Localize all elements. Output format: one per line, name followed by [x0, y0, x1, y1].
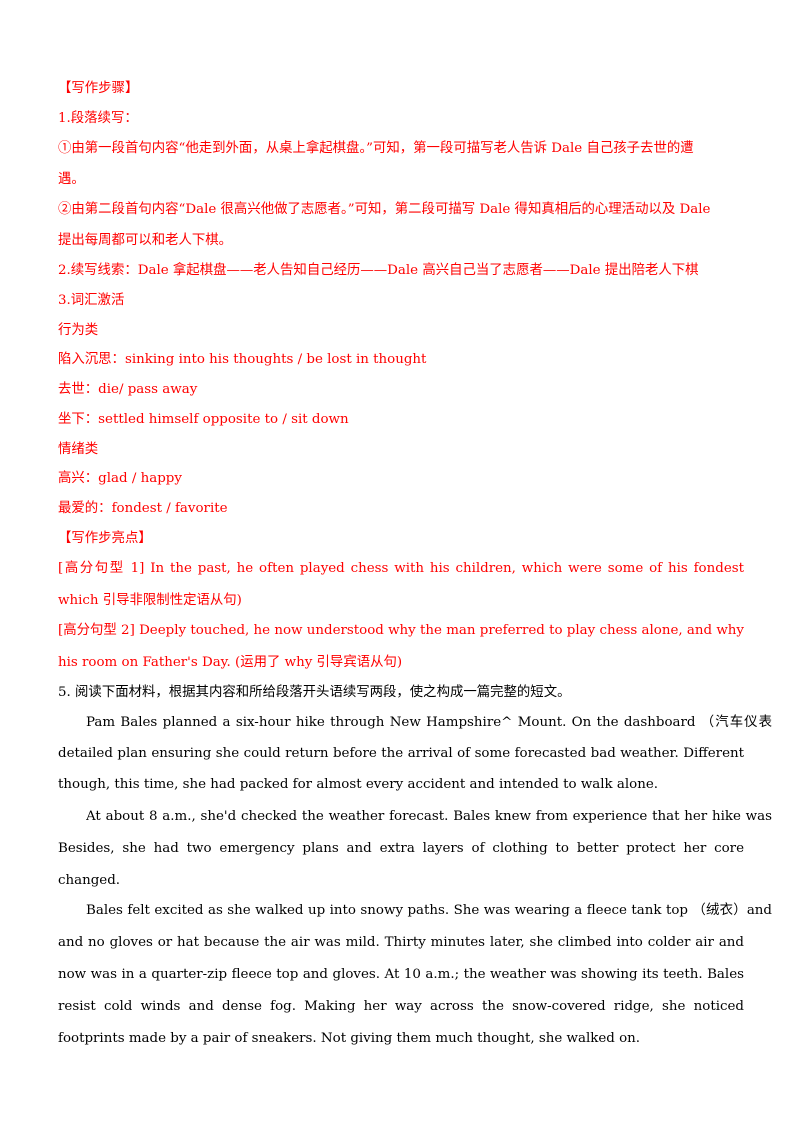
- story-line: footprints made by a pair of sneakers. N…: [58, 1031, 641, 1046]
- steps-heading: 【写作步骤】: [58, 81, 139, 96]
- highlight2-line2: his room on Father's Day. (运用了 why 引导宾语从…: [58, 655, 403, 670]
- story-line: and no gloves or hat because the air was…: [58, 935, 744, 950]
- emotion-item: 最爱的：fondest / favorite: [58, 500, 748, 518]
- para2-line2: 提出每周都可以和老人下棋。: [58, 233, 233, 248]
- vocab-label: 去世：: [58, 382, 99, 397]
- emotion-title: 情绪类: [58, 442, 99, 457]
- behavior-title: 行为类: [58, 323, 99, 338]
- vocab-item: 去世：die/ pass away: [58, 381, 748, 399]
- emotion-item: 高兴：glad / happy: [58, 470, 748, 488]
- story-line: detailed plan ensuring she could return …: [58, 746, 744, 761]
- emotion-value: glad / happy: [98, 471, 182, 486]
- highlight1-line1: [高分句型 1] In the past, he often played ch…: [58, 561, 744, 576]
- vocab-title: 3.词汇激活: [58, 293, 125, 308]
- vocab-item: 陷入沉思：sinking into his thoughts / be lost…: [58, 351, 748, 369]
- clue-line: 2.续写线索：Dale 拿起棋盘——老人告知自己经历——Dale 高兴自己当了志…: [58, 263, 699, 278]
- question-line: 5. 阅读下面材料，根据其内容和所给段落开头语续写两段，使之构成一篇完整的短文。: [58, 685, 571, 700]
- section1-title: 1.段落续写：: [58, 111, 138, 126]
- vocab-label: 陷入沉思：: [58, 352, 125, 367]
- story-line: though, this time, she had packed for al…: [58, 777, 659, 792]
- vocab-item: 坐下：settled himself opposite to / sit dow…: [58, 411, 748, 429]
- vocab-value: die/ pass away: [98, 382, 198, 397]
- story-line: Besides, she had two emergency plans and…: [58, 841, 744, 856]
- story-line: At about 8 a.m., she'd checked the weath…: [86, 809, 772, 824]
- vocab-label: 坐下：: [58, 412, 99, 427]
- vocab-value: settled himself opposite to / sit down: [98, 412, 349, 427]
- highlights-heading: 【写作步亮点】: [58, 531, 152, 546]
- story-line: Bales felt excited as she walked up into…: [86, 903, 772, 918]
- vocab-value: sinking into his thoughts / be lost in t…: [124, 352, 427, 367]
- story-line: Pam Bales planned a six-hour hike throug…: [86, 715, 772, 730]
- highlight1-line2: which 引导非限制性定语从句): [58, 593, 242, 608]
- story-line: resist cold winds and dense fog. Making …: [58, 999, 744, 1014]
- emotion-label: 高兴：: [58, 471, 99, 486]
- para1-line2: 遇。: [58, 172, 85, 187]
- para2-line1: ②由第二段首句内容“Dale 很高兴他做了志愿者。”可知，第二段可描写 Dale…: [58, 202, 711, 217]
- emotion-label: 最爱的：: [58, 501, 112, 516]
- emotion-value: fondest / favorite: [111, 501, 228, 516]
- story-line: changed.: [58, 873, 121, 888]
- story-line: now was in a quarter-zip fleece top and …: [58, 967, 744, 982]
- para1-line1: ①由第一段首句内容“他走到外面，从桌上拿起棋盘。”可知，第一段可描写老人告诉 D…: [58, 141, 694, 156]
- highlight2-line1: [高分句型 2] Deeply touched, he now understo…: [58, 623, 744, 638]
